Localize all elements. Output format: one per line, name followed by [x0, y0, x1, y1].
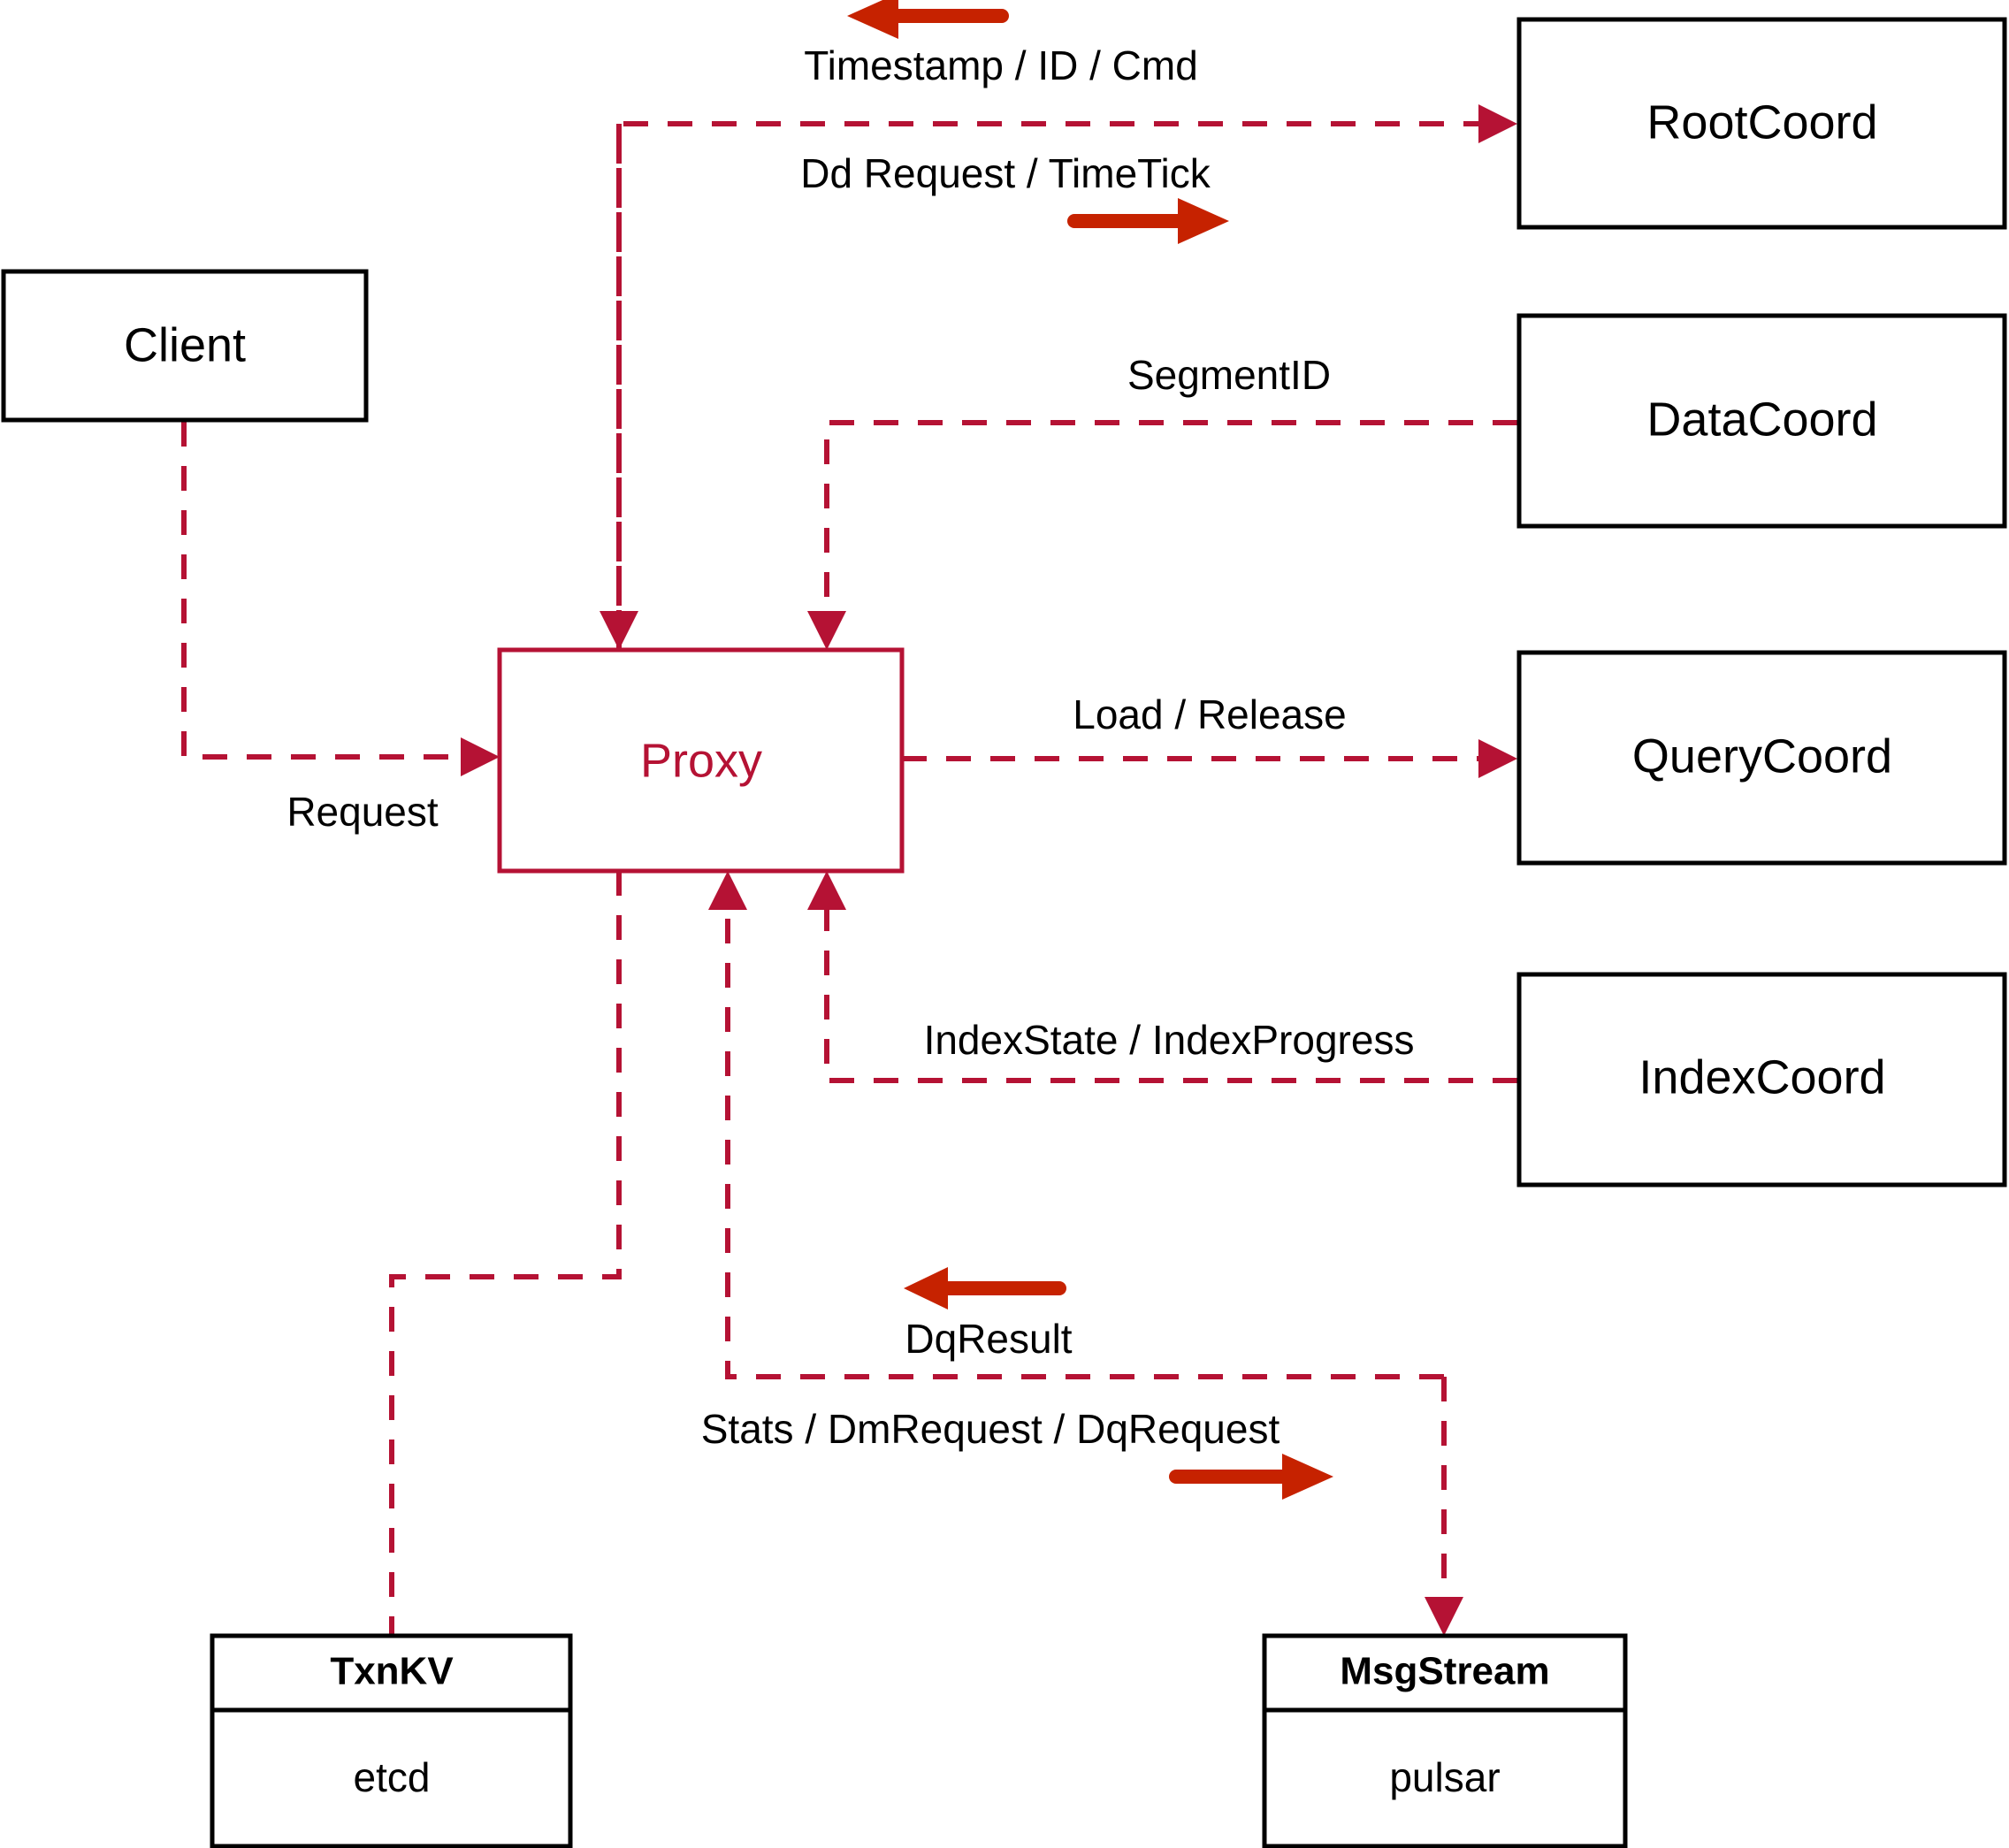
arrowhead-proxy-querycoord [1478, 739, 1517, 778]
datacoord-box[interactable] [1516, 313, 2007, 529]
arrowhead-proxy-msgstream [1425, 1597, 1463, 1636]
arrowhead-msgstream-proxy [708, 871, 747, 910]
node-msgstream[interactable]: MsgStream pulsar [1262, 1633, 1628, 1848]
direction-arrow-timestamp-left [847, 0, 1009, 39]
client-label: Client [124, 318, 246, 371]
arrowhead-rootcoord-proxy [600, 611, 638, 650]
edge-label-dd-request-timetick: Dd Request / TimeTick [800, 150, 1211, 196]
proxy-label: Proxy [640, 734, 762, 787]
edge-indexcoord-proxy [807, 871, 1517, 1083]
msgstream-impl-label: pulsar [1389, 1754, 1500, 1800]
msgstream-title-label: MsgStream [1340, 1650, 1549, 1693]
node-querycoord[interactable]: QueryCoord [1516, 650, 2007, 866]
edge-label-request: Request [286, 789, 439, 835]
node-client[interactable]: Client [1, 269, 369, 423]
edge-path-indexcoord-proxy [824, 890, 1517, 1083]
node-txnkv[interactable]: TxnKV etcd [210, 1633, 573, 1848]
direction-arrow-dqresult-left [904, 1267, 1066, 1310]
edge-label-timestamp-id-cmd: Timestamp / ID / Cmd [804, 42, 1198, 88]
querycoord-label: QueryCoord [1632, 729, 1892, 783]
datacoord-label: DataCoord [1646, 393, 1877, 446]
node-datacoord[interactable]: DataCoord [1516, 313, 2007, 529]
edge-path-proxy-rootcoord [616, 121, 1498, 650]
edge-proxy-msgstream [1425, 1377, 1463, 1636]
arrowhead-indexcoord-proxy [807, 871, 846, 910]
node-proxy[interactable]: Proxy [497, 647, 905, 874]
txnkv-impl-label: etcd [354, 1754, 431, 1800]
msgstream-box[interactable] [1262, 1633, 1628, 1848]
edge-path-proxy-txnkv [389, 871, 622, 1636]
arrowhead-datacoord-proxy [807, 611, 846, 650]
edge-path-datacoord-proxy [824, 420, 1517, 630]
indexcoord-label: IndexCoord [1639, 1050, 1885, 1103]
txnkv-title-label: TxnKV [330, 1650, 454, 1693]
edge-label-load-release: Load / Release [1073, 691, 1346, 737]
edge-label-stats-dmrequest-dqrequest: Stats / DmRequest / DqRequest [701, 1406, 1280, 1452]
edge-path-msgstream-proxy [725, 890, 1444, 1379]
edge-datacoord-proxy [807, 420, 1517, 650]
node-rootcoord[interactable]: RootCoord [1516, 17, 2007, 230]
node-indexcoord[interactable]: IndexCoord [1516, 972, 2007, 1187]
txnkv-box[interactable] [210, 1633, 573, 1848]
edge-label-segmentid: SegmentID [1127, 352, 1331, 398]
edge-path-client-proxy [181, 422, 485, 760]
edge-label-indexstate-indexprogress: IndexState / IndexProgress [924, 1017, 1415, 1063]
rootcoord-label: RootCoord [1646, 95, 1877, 149]
edge-proxy-querycoord [902, 739, 1517, 778]
direction-arrow-ddrequest-right [1067, 198, 1229, 244]
arrowhead-client-proxy [461, 737, 500, 776]
querycoord-box[interactable] [1516, 650, 2007, 866]
arrowhead-proxy-rootcoord [1478, 104, 1517, 143]
edge-proxy-txnkv [389, 871, 622, 1636]
edge-msgstream-proxy [708, 871, 1444, 1379]
indexcoord-box[interactable] [1516, 972, 2007, 1187]
proxy-box[interactable] [497, 647, 905, 874]
direction-arrow-stats-right [1169, 1454, 1333, 1500]
edge-label-dqresult: DqResult [905, 1316, 1072, 1362]
client-box[interactable] [1, 269, 369, 423]
edge-proxy-rootcoord [616, 104, 1517, 650]
rootcoord-box[interactable] [1516, 17, 2007, 230]
edge-client-proxy [181, 422, 500, 776]
edge-rootcoord-proxy [600, 124, 638, 650]
